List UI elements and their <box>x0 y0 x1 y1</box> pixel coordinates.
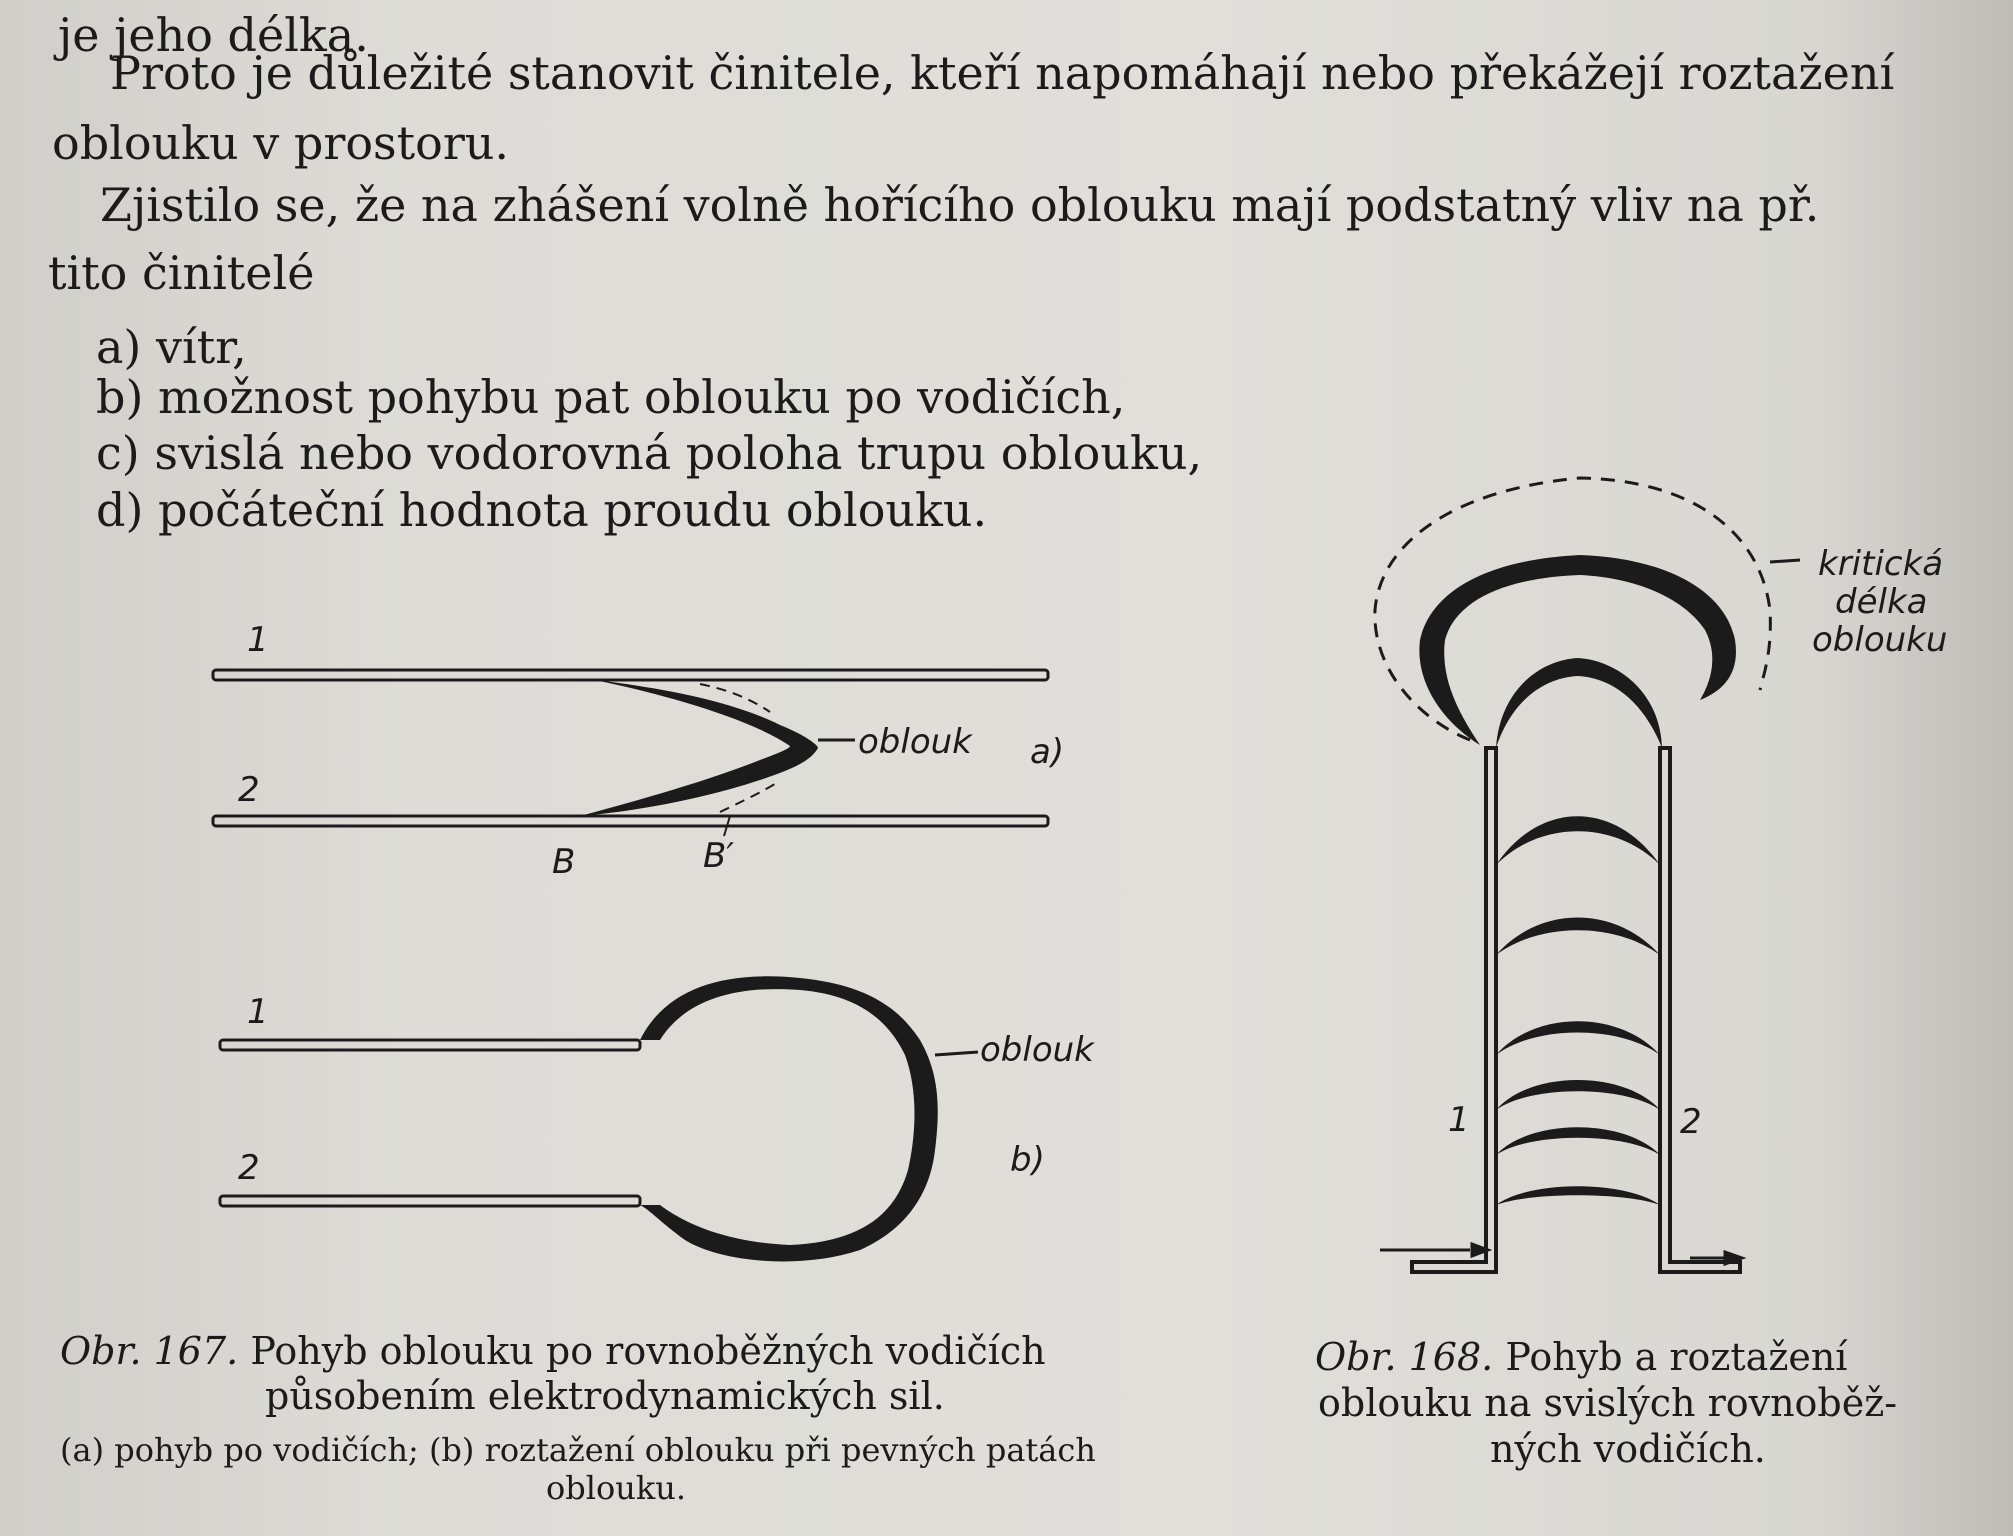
fig167-caption-line-1: Obr. 167. Pohyb oblouku po rovnoběžných … <box>60 1329 1046 1374</box>
fig168-caption-line-2: oblouku na svislých rovnoběž- <box>1318 1381 1898 1425</box>
fig167-caption-number: Obr. 167. <box>60 1329 239 1373</box>
list-item-a: a) vítr, <box>96 320 247 374</box>
fig167a-conductor-2-label: 2 <box>238 770 260 810</box>
fig168-critical-length-dashed <box>1373 476 1772 742</box>
fig167-caption-text-1: Pohyb oblouku po rovnoběžných vodičích <box>250 1329 1046 1373</box>
fig167a-conductor-1-label: 1 <box>247 620 269 660</box>
fig168-conductor-1-label: 1 <box>1448 1100 1470 1140</box>
fig167-caption-line-2: působením elektrodynamických sil. <box>265 1374 945 1418</box>
fig167a-point-b-prime: B′ <box>703 836 735 876</box>
fig167-subcaption-line-1: (a) pohyb po vodičích; (b) roztažení obl… <box>60 1431 1096 1469</box>
fig168-caption-line-3: ných vodičích. <box>1490 1427 1766 1471</box>
text-line-3: oblouku v prostoru. <box>52 116 510 170</box>
fig168-conductor-2-label: 2 <box>1680 1102 1702 1142</box>
fig167b-arc-label: oblouk <box>980 1030 1094 1070</box>
fig168-caption-line-1: Obr. 168. Pohyb a roztažení <box>1315 1335 1848 1380</box>
fig167a-point-b: B <box>552 842 576 882</box>
fig168-arrows <box>1380 1241 1747 1267</box>
fig168-critical-label-1: kritická <box>1818 544 1944 584</box>
fig168-arc-stages <box>1419 555 1736 1205</box>
fig167b-conductors <box>218 1038 642 1208</box>
list-item-b: b) možnost pohybu pat oblouku po vodičíc… <box>96 370 1126 424</box>
fig167a-arc <box>580 680 855 837</box>
fig167a-arc-label: oblouk <box>858 722 972 762</box>
text-line-5: tito činitelé <box>48 246 315 300</box>
fig167b-panel-label: b) <box>1010 1140 1045 1180</box>
fig167b-conductor-1-label: 1 <box>247 992 269 1032</box>
fig168-caption-number: Obr. 168. <box>1315 1335 1494 1379</box>
text-line-2: Proto je důležité stanovit činitele, kte… <box>110 46 1895 100</box>
fig167a-panel-label: a) <box>1030 732 1065 772</box>
text-line-1: je jeho délka. <box>58 8 369 62</box>
fig167b-conductor-2-label: 2 <box>238 1148 260 1188</box>
list-item-d: d) počáteční hodnota proudu oblouku. <box>96 483 988 537</box>
list-item-c: c) svislá nebo vodorovná poloha trupu ob… <box>96 426 1203 480</box>
fig167-subcaption-line-2: oblouku. <box>546 1469 687 1507</box>
fig168-critical-label-2: délka <box>1835 582 1928 622</box>
fig168-caption-text-1: Pohyb a roztažení <box>1505 1335 1848 1379</box>
fig168-label-leader <box>1769 558 1801 564</box>
fig168-critical-label-3: oblouku <box>1812 620 1948 660</box>
fig167b-arc <box>640 976 979 1262</box>
fig167a-conductors <box>211 668 1050 828</box>
text-line-4: Zjistilo se, že na zhášení volně hořícíh… <box>100 178 1820 232</box>
